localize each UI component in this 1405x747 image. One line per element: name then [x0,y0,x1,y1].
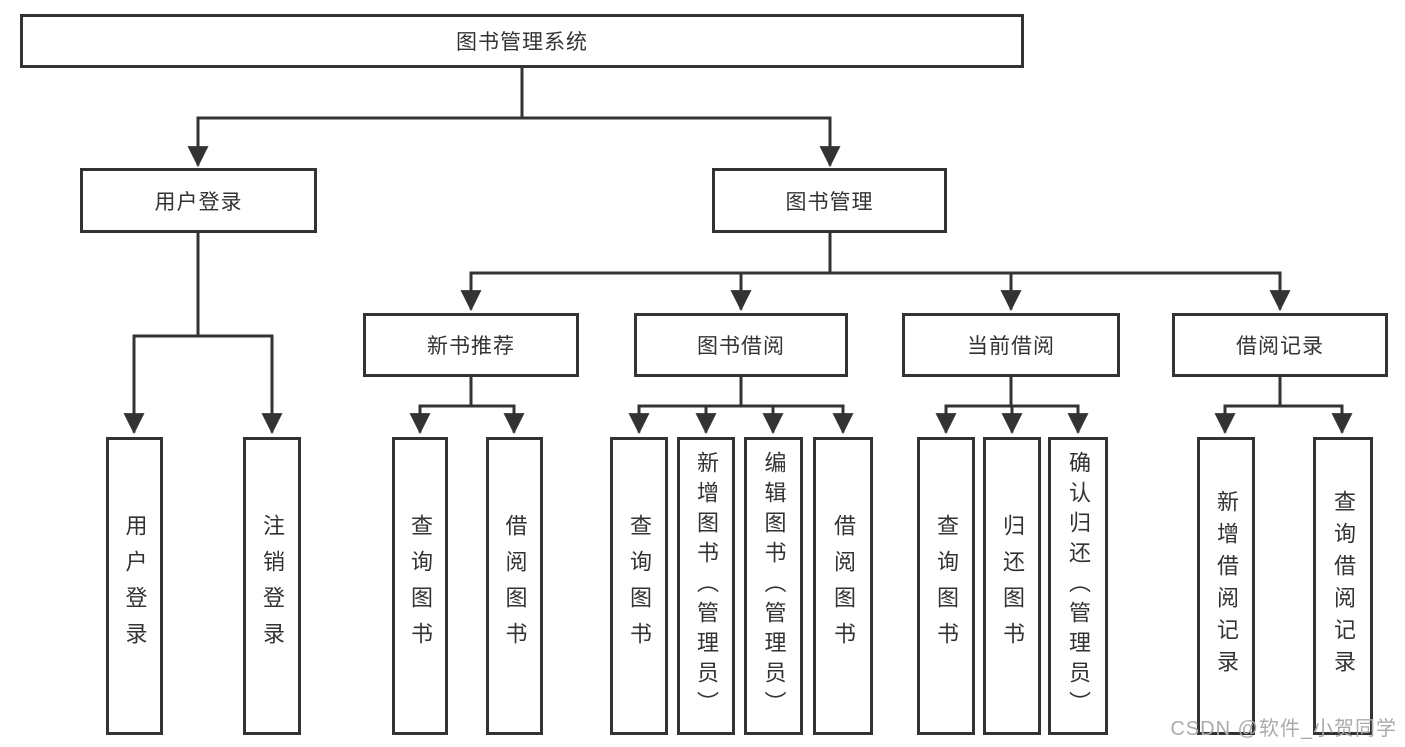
node-book-management: 图书管理 [712,168,947,233]
leaf-query-borrow-record: 查询借阅记录 [1313,437,1373,735]
node-current-borrowing: 当前借阅 [902,313,1120,377]
leaf-add-book-admin: 新增图书（管理员） [677,437,735,735]
leaf-borrow-books-label: 借阅图书 [831,514,856,658]
leaf-borrow-books-recommend-label: 借阅图书 [502,514,528,658]
leaf-query-books-borrow: 查询图书 [610,437,668,735]
node-borrowing-records-label: 借阅记录 [1236,335,1324,358]
leaf-query-books-recommend: 查询图书 [392,437,448,735]
leaf-borrow-books-recommend: 借阅图书 [486,437,543,735]
leaf-confirm-return-admin: 确认归还（管理员） [1048,437,1108,735]
leaf-query-books-current: 查询图书 [917,437,975,735]
leaf-user-login: 用户登录 [106,437,163,735]
leaf-add-borrow-record-label: 新增借阅记录 [1214,490,1239,682]
leaf-borrow-books: 借阅图书 [813,437,873,735]
csdn-watermark: CSDN @软件_小贺同学 [1170,718,1397,740]
leaf-query-books-current-label: 查询图书 [934,514,959,658]
leaf-return-books-label: 归还图书 [1000,514,1025,658]
leaf-edit-book-admin: 编辑图书（管理员） [744,437,803,735]
leaf-edit-book-admin-label: 编辑图书（管理员） [761,451,787,721]
leaf-query-borrow-record-label: 查询借阅记录 [1331,490,1356,682]
leaf-query-books-recommend-label: 查询图书 [408,514,433,658]
node-user-login-label: 用户登录 [154,190,243,214]
leaf-query-books-borrow-label: 查询图书 [627,514,652,658]
node-borrowing-records: 借阅记录 [1172,313,1388,377]
leaf-user-login-label: 用户登录 [122,514,148,658]
leaf-logout: 注销登录 [243,437,301,735]
node-new-book-recommend: 新书推荐 [363,313,579,377]
node-book-management-label: 图书管理 [785,190,874,214]
leaf-add-book-admin-label: 新增图书（管理员） [694,451,719,721]
node-user-login: 用户登录 [80,168,317,233]
node-book-borrowing-label: 图书借阅 [697,335,785,358]
leaf-logout-label: 注销登录 [260,514,285,658]
node-root: 图书管理系统 [20,14,1024,68]
leaf-confirm-return-admin-label: 确认归还（管理员） [1066,451,1091,721]
node-root-label: 图书管理系统 [456,31,588,54]
leaf-add-borrow-record: 新增借阅记录 [1197,437,1255,735]
node-current-borrowing-label: 当前借阅 [967,335,1055,358]
node-book-borrowing: 图书借阅 [634,313,848,377]
leaf-return-books: 归还图书 [983,437,1041,735]
node-new-book-recommend-label: 新书推荐 [427,335,515,358]
